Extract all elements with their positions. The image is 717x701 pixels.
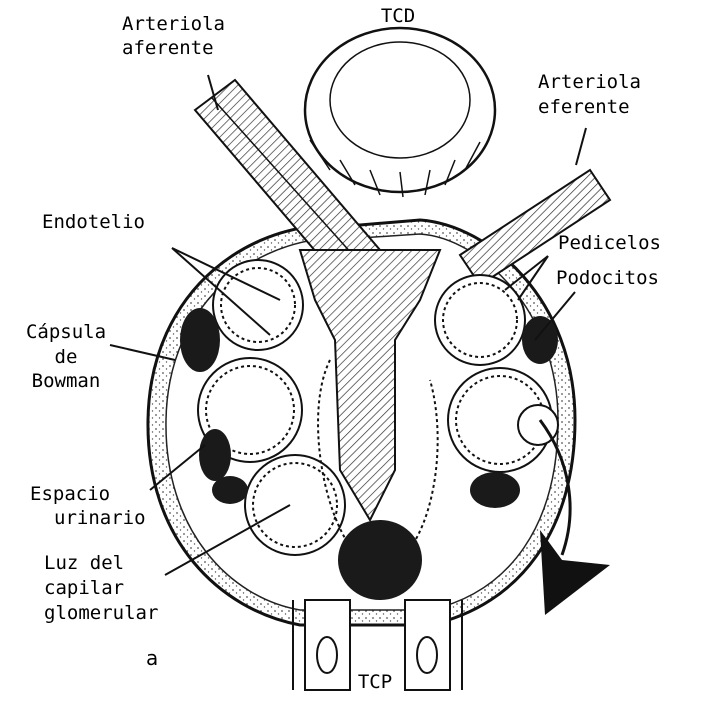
tcp-label: TCP bbox=[340, 672, 410, 693]
tcd-tubule bbox=[305, 28, 495, 197]
podocytes-label: Podocitos bbox=[556, 268, 659, 289]
bowman-capsule-label-line2: de bbox=[6, 347, 126, 368]
pedicels-label: Pedicelos bbox=[558, 233, 661, 254]
efferent-arteriole-label-line2: eferente bbox=[538, 97, 630, 118]
capillary-lumen-label-line3: glomerular bbox=[44, 603, 158, 624]
afferent-arteriole-label-line1: Arteriola bbox=[122, 14, 225, 35]
urinary-space-label-line2: urinario bbox=[54, 508, 146, 529]
bowman-capsule-label-line1: Cápsula bbox=[6, 322, 126, 343]
afferent-arteriole-label-line2: aferente bbox=[122, 38, 214, 59]
tcd-label: TCD bbox=[363, 6, 433, 27]
capillary-lumen-label-line2: capilar bbox=[44, 578, 124, 599]
capillary-lumen-label-line1: Luz del bbox=[44, 553, 124, 574]
bowman-capsule-label-line3: Bowman bbox=[6, 371, 126, 392]
efferent-arteriole-label-line1: Arteriola bbox=[538, 72, 641, 93]
urinary-space-label-line1: Espacio bbox=[30, 484, 110, 505]
panel-label: a bbox=[146, 648, 158, 669]
endothelium-label: Endotelio bbox=[42, 212, 145, 233]
